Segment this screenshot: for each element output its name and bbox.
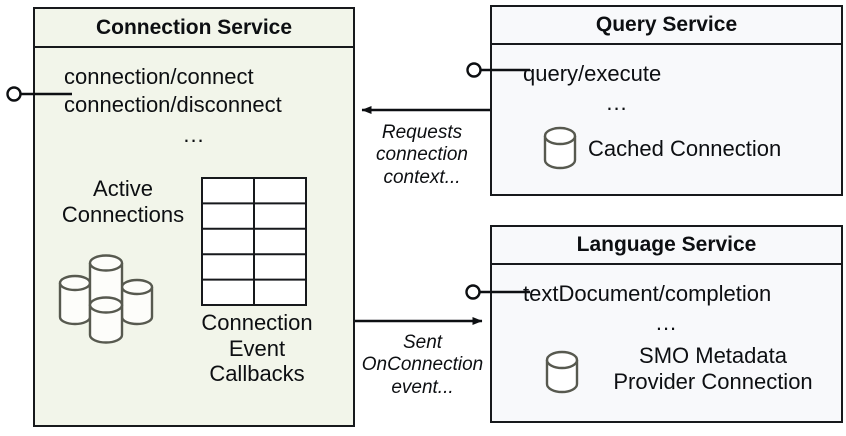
database-cluster-icon: [52, 253, 162, 348]
database-cylinder-icon: [542, 125, 580, 171]
active-connections-label: Active Connections: [61, 176, 185, 227]
language-service-body: textDocument/completion ... SMO Metadata…: [492, 265, 841, 421]
cached-connection-label: Cached Connection: [588, 136, 782, 161]
component-language-service[interactable]: Language Service textDocument/completion…: [490, 225, 843, 423]
smo-metadata-provider-connection-label: SMO Metadata Provider Connection: [613, 343, 813, 394]
connection-event-callbacks-label: Connection Event Callbacks: [201, 310, 313, 387]
table-grid-icon: [201, 177, 309, 307]
query-service-body: query/execute ... Cached Connection: [492, 45, 841, 194]
connection-service-api-disconnect: connection/disconnect: [64, 92, 282, 117]
connection-service-title: Connection Service: [35, 9, 353, 48]
connection-service-api-more: ...: [183, 122, 205, 147]
connection-service-body: connection/connect connection/disconnect…: [35, 48, 353, 425]
database-cylinder-icon: [544, 349, 582, 395]
language-service-api-completion: textDocument/completion: [523, 281, 772, 306]
query-service-api-more: ...: [606, 90, 628, 115]
edge-label-sent-onconnection-event: Sent OnConnection event...: [361, 332, 484, 398]
query-service-title: Query Service: [492, 7, 841, 45]
component-connection-service[interactable]: Connection Service connection/connect co…: [33, 7, 355, 427]
component-query-service[interactable]: Query Service query/execute ... Cached C…: [490, 5, 843, 196]
language-service-title: Language Service: [492, 227, 841, 265]
connection-service-api-connect: connection/connect: [64, 64, 254, 89]
query-service-api-execute: query/execute: [523, 61, 662, 86]
edge-label-requests-connection-context: Requests connection context...: [376, 122, 468, 188]
language-service-api-more: ...: [655, 310, 678, 335]
